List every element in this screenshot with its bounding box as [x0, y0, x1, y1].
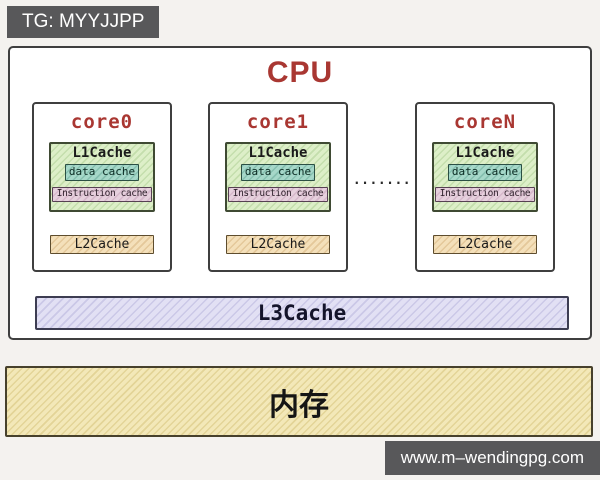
core1-title: core1	[246, 111, 310, 133]
core0-l2-cache-box: L2Cache	[50, 235, 154, 254]
coreN-l1-cache-label: L1Cache	[455, 145, 515, 161]
core1-data-cache-box: data cache	[241, 164, 315, 181]
coreN-instruction-cache-box: Instruction cache	[435, 187, 535, 202]
core0-title: core0	[70, 111, 134, 133]
core1-l2-cache-box: L2Cache	[226, 235, 330, 254]
coreN-box: coreN L1Cache data cache Instruction cac…	[415, 102, 555, 272]
watermark-badge-top-text: TG: MYYJJPP	[22, 11, 145, 32]
core1-l1-cache-box: L1Cache data cache Instruction cache	[225, 142, 331, 212]
core0-data-cache-box: data cache	[65, 164, 139, 181]
coreN-data-cache-box: data cache	[448, 164, 522, 181]
memory-bar: 内存	[5, 366, 593, 437]
core1-instruction-cache-box: Instruction cache	[228, 187, 328, 202]
l3-cache-bar: L3Cache	[35, 296, 569, 330]
core0-instruction-cache-box: Instruction cache	[52, 187, 152, 202]
cpu-container: CPU core0 L1Cache data cache Instruction…	[8, 46, 592, 340]
coreN-l2-cache-box: L2Cache	[433, 235, 537, 254]
more-cores-ellipsis: .......	[352, 173, 412, 188]
watermark-badge-bottom-text: www.m–wendingpg.com	[400, 448, 584, 467]
core1-box: core1 L1Cache data cache Instruction cac…	[208, 102, 348, 272]
watermark-badge-top: TG: MYYJJPP	[7, 6, 160, 38]
core0-l1-cache-label: L1Cache	[72, 145, 132, 161]
coreN-title: coreN	[453, 111, 517, 133]
watermark-badge-bottom: www.m–wendingpg.com	[384, 441, 600, 475]
coreN-l1-cache-box: L1Cache data cache Instruction cache	[432, 142, 538, 212]
core0-box: core0 L1Cache data cache Instruction cac…	[32, 102, 172, 272]
cpu-title: CPU	[266, 56, 334, 89]
core1-l1-cache-label: L1Cache	[248, 145, 308, 161]
core0-l1-cache-box: L1Cache data cache Instruction cache	[49, 142, 155, 212]
